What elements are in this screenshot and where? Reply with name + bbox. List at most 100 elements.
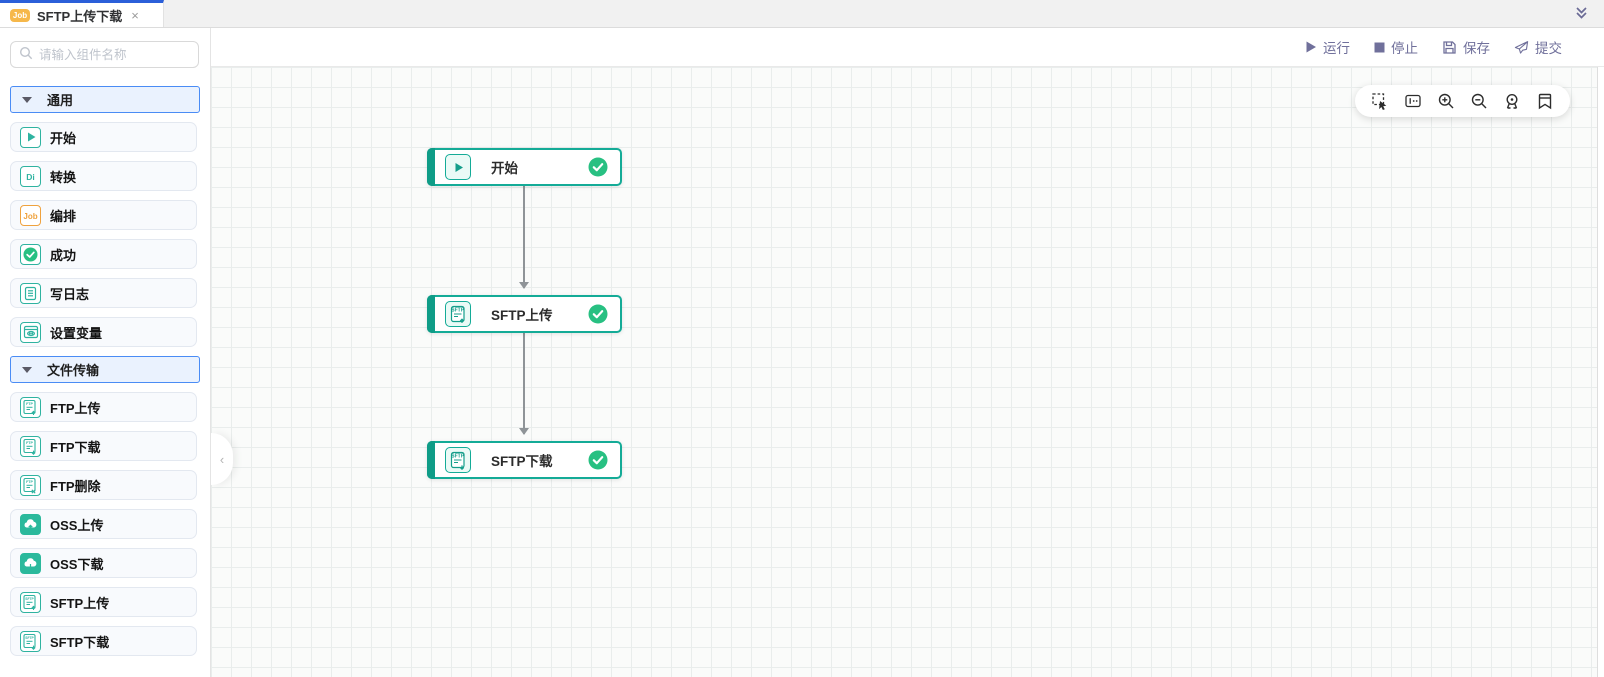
save-button[interactable]: 保存 (1442, 37, 1490, 57)
sidebar-item-label: FTP上传 (50, 400, 101, 416)
svg-text:FTP: FTP (26, 480, 33, 484)
run-icon (1306, 41, 1316, 53)
caret-down-icon (22, 366, 32, 373)
svg-text:FTP: FTP (26, 441, 33, 445)
sidebar-item-orchestrate[interactable]: Job 编排 (10, 200, 197, 230)
stop-button[interactable]: 停止 (1374, 37, 1418, 57)
node-label: SFTP上传 (491, 308, 553, 323)
ftp-delete-icon: FTP (20, 474, 41, 496)
sidebar-item-label: FTP删除 (50, 478, 101, 494)
run-button[interactable]: 运行 (1305, 37, 1350, 57)
sidebar-item-label: FTP下载 (50, 439, 101, 455)
sidebar-item-ftp-download[interactable]: FTP FTP下载 (10, 431, 197, 461)
ftp-upload-icon: FTP (20, 396, 41, 418)
save-icon (1443, 40, 1456, 54)
action-toolbar: 运行 停止 保存 提交 (211, 28, 1604, 67)
section-header-general[interactable]: 通用 (10, 86, 200, 113)
ftp-download-icon: FTP (20, 435, 41, 457)
submit-icon (1514, 40, 1529, 54)
caret-down-icon (22, 96, 32, 103)
log-icon (20, 282, 41, 304)
tab-sftp-workflow[interactable]: Job SFTP上传下载 × (0, 0, 164, 27)
success-badge-icon (588, 450, 608, 470)
double-chevron-down-icon[interactable] (1573, 5, 1590, 27)
sidebar-item-label: 设置变量 (50, 325, 103, 341)
node-label: SFTP下载 (491, 454, 553, 469)
node-start[interactable]: 开始 (427, 148, 622, 186)
sidebar-item-start[interactable]: 开始 (10, 122, 197, 152)
zoom-out-icon[interactable] (1470, 92, 1488, 110)
success-badge-icon (588, 157, 608, 177)
job-badge-icon: Job (10, 8, 30, 22)
node-sftp-upload[interactable]: SFTP SFTP上传 (427, 295, 622, 333)
edge-sftp-upload-to-sftp-download (519, 333, 529, 435)
search-icon (19, 46, 33, 60)
minimap-icon[interactable] (1404, 92, 1422, 110)
sidebar-item-label: 写日志 (50, 286, 90, 302)
edge-start-to-sftp-upload (519, 186, 529, 289)
save-label: 保存 (1463, 41, 1490, 56)
sidebar-item-success[interactable]: 成功 (10, 239, 197, 269)
zoom-in-icon[interactable] (1437, 92, 1455, 110)
sftp-download-icon: SFTP (20, 630, 41, 652)
sidebar-item-ftp-delete[interactable]: FTP FTP删除 (10, 470, 197, 500)
svg-text:SFTP: SFTP (25, 597, 34, 601)
sidebar-item-transform[interactable]: Di 转换 (10, 161, 197, 191)
sidebar-collapse-handle[interactable]: ‹ (211, 433, 233, 485)
svg-text:Job: Job (23, 212, 37, 221)
success-badge-icon (588, 304, 608, 324)
success-icon (20, 243, 41, 265)
sidebar-item-write-log[interactable]: 写日志 (10, 278, 197, 308)
sidebar-item-ftp-upload[interactable]: FTP FTP上传 (10, 392, 197, 422)
stop-icon (1374, 42, 1385, 52)
node-label: 开始 (491, 161, 518, 176)
bookmark-icon[interactable] (1536, 92, 1554, 110)
sidebar-item-sftp-upload[interactable]: SFTP SFTP上传 (10, 587, 197, 617)
run-label: 运行 (1323, 41, 1350, 56)
component-sidebar: 通用 开始 Di 转换 Job 编排 成功 (0, 28, 211, 677)
node-sftp-download[interactable]: SFTP SFTP下载 (427, 441, 622, 479)
sftp-upload-icon: SFTP (20, 591, 41, 613)
sftp-upload-icon: SFTP (445, 301, 471, 327)
sftp-download-icon: SFTP (445, 447, 471, 473)
tab-bar: Job SFTP上传下载 × (0, 0, 1604, 28)
oss-upload-icon (20, 513, 41, 535)
canvas-toolbar (1355, 85, 1570, 117)
stop-label: 停止 (1391, 41, 1418, 56)
job-icon: Job (20, 204, 41, 226)
play-icon (20, 126, 41, 148)
sidebar-item-label: OSS下载 (50, 556, 104, 572)
sidebar-item-label: OSS上传 (50, 517, 104, 533)
search-input[interactable] (10, 41, 199, 68)
sidebar-item-oss-upload[interactable]: OSS上传 (10, 509, 197, 539)
section-label: 通用 (47, 93, 74, 108)
right-panel-collapsed (1597, 67, 1604, 677)
section-header-file-transfer[interactable]: 文件传输 (10, 356, 200, 383)
svg-text:Di: Di (26, 172, 35, 182)
select-tool-icon[interactable] (1371, 92, 1389, 110)
play-icon (445, 154, 471, 180)
oss-download-icon (20, 552, 41, 574)
sidebar-item-label: 编排 (50, 208, 77, 224)
variable-icon (20, 321, 41, 343)
locate-icon[interactable] (1503, 92, 1521, 110)
tab-close-icon[interactable]: × (131, 7, 139, 23)
sidebar-item-label: 成功 (50, 247, 77, 263)
sidebar-item-label: SFTP下载 (50, 634, 110, 650)
di-icon: Di (20, 165, 41, 187)
sidebar-item-set-variable[interactable]: 设置变量 (10, 317, 197, 347)
submit-button[interactable]: 提交 (1514, 37, 1562, 57)
tab-title: SFTP上传下载 (37, 8, 123, 24)
svg-text:FTP: FTP (26, 402, 33, 406)
svg-text:SFTP: SFTP (451, 453, 464, 459)
svg-text:SFTP: SFTP (451, 307, 464, 313)
workflow-canvas[interactable]: ‹ 开始 SFTP SFTP上传 (211, 67, 1604, 677)
section-label: 文件传输 (47, 363, 100, 378)
sidebar-item-label: 开始 (50, 130, 77, 146)
sidebar-item-sftp-download[interactable]: SFTP SFTP下载 (10, 626, 197, 656)
sidebar-item-label: SFTP上传 (50, 595, 110, 611)
sidebar-item-label: 转换 (50, 169, 77, 185)
sidebar-item-oss-download[interactable]: OSS下载 (10, 548, 197, 578)
submit-label: 提交 (1535, 41, 1562, 56)
svg-text:SFTP: SFTP (25, 636, 34, 640)
